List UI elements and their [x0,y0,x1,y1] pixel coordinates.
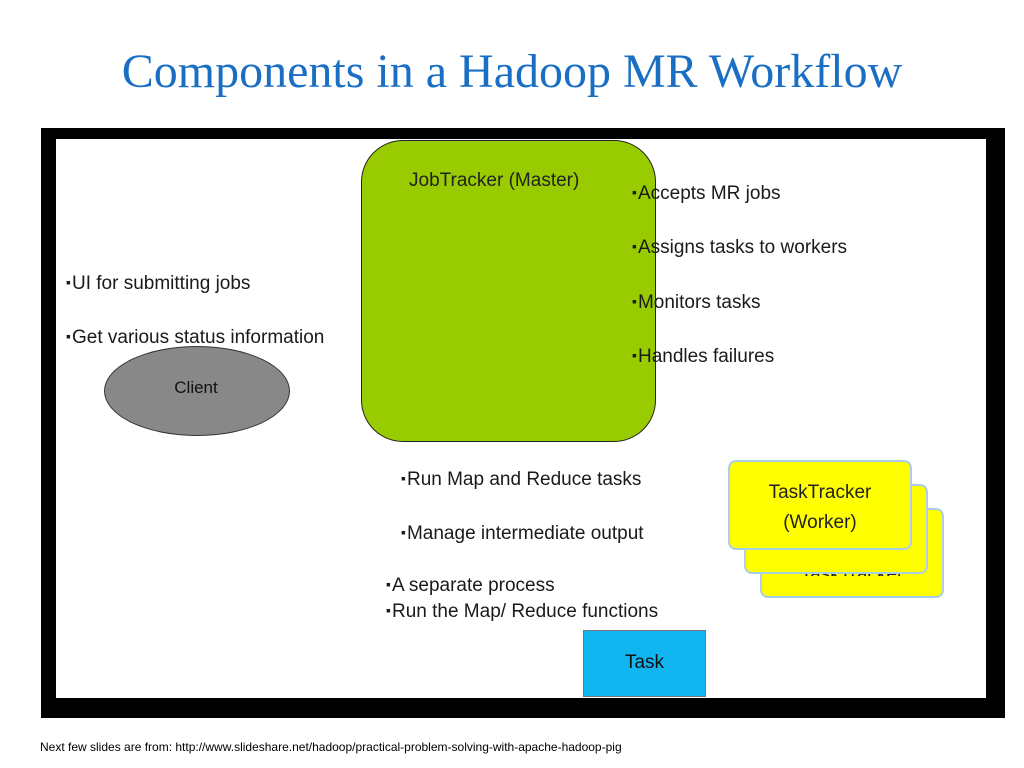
jobtracker-bullet: Assigns tasks to workers [632,236,847,260]
tasktracker-label: TaskTracker (Worker) [728,478,912,538]
jobtracker-bullet: Monitors tasks [632,291,760,315]
tasktracker-bullet: Manage intermediate output [401,522,644,546]
client-bullet: UI for submitting jobs [66,272,250,296]
task-bullet: Run the Map/ Reduce functions [386,600,658,624]
jobtracker-bullet: Handles failures [632,345,774,369]
slide-title: Components in a Hadoop MR Workflow [121,45,903,98]
source-footer: Next few slides are from: http://www.sli… [40,740,622,754]
jobtracker-label: JobTracker (Master) [409,170,580,191]
tasktracker-label-line2: (Worker) [783,512,857,533]
tasktracker-node-front [728,460,912,550]
task-node [583,630,706,697]
task-label: Task [624,652,665,673]
jobtracker-node [361,140,656,442]
task-bullet: A separate process [386,574,555,598]
tasktracker-bullet: Run Map and Reduce tasks [401,468,641,492]
client-label: Client [174,378,218,397]
jobtracker-bullet: Accepts MR jobs [632,182,781,206]
client-bullet: Get various status information [66,326,324,350]
tasktracker-label-line1: TaskTracker [768,482,872,503]
